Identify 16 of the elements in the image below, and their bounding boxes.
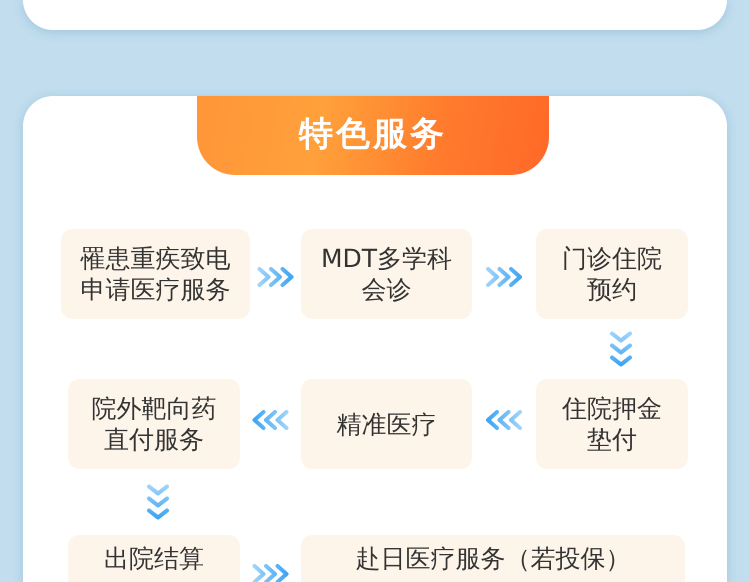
step-box: 赴日医疗服务（若投保）: [301, 535, 685, 582]
chevron-arrow: [258, 267, 294, 287]
chevron-arrow: [486, 410, 522, 430]
chevron-arrow: [252, 564, 288, 582]
step-box: 罹患重疾致电申请医疗服务: [61, 229, 250, 319]
title-tab: 特色服务: [197, 96, 549, 175]
step-box: 精准医疗: [301, 379, 472, 469]
step-box: MDT多学科会诊: [301, 229, 472, 319]
step-box: 门诊住院预约: [536, 229, 688, 319]
chevron-arrow: [486, 267, 522, 287]
chevron-arrow: [252, 410, 288, 430]
chevron-arrow: [610, 332, 632, 366]
chevron-arrow: [147, 484, 169, 520]
step-box: 院外靶向药直付服务: [68, 379, 240, 469]
step-box: 住院押金垫付: [536, 379, 688, 469]
step-box: 出院结算: [68, 535, 240, 582]
